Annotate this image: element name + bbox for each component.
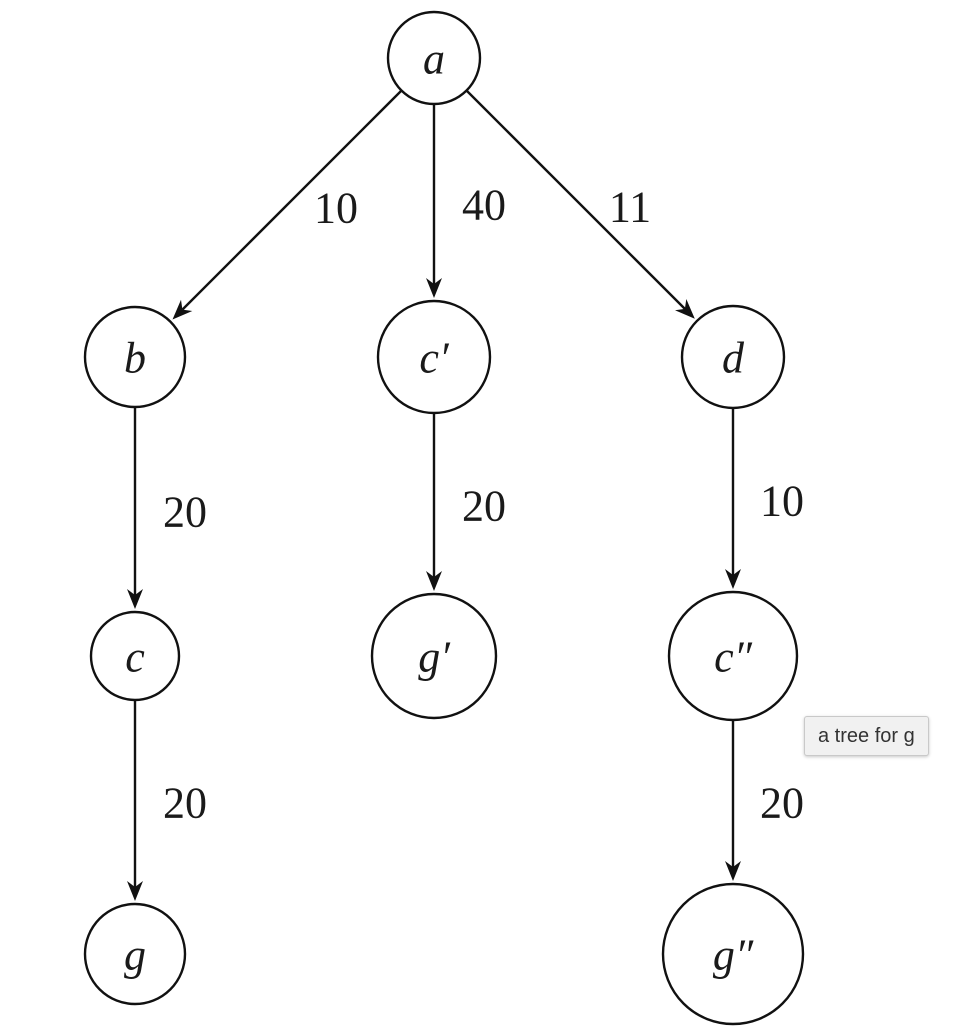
node-label: g [124,931,146,980]
edge-c_double_prime-g_double_prime: 20 [725,720,804,881]
edge-c-g: 20 [127,700,207,901]
edge-a-d: 11 [465,89,695,319]
edges: 10 40 11 20 20 10 20 20 [127,89,804,901]
edge-weight-label: 11 [609,183,651,232]
node-circle [386,10,482,106]
edge-a-c_prime: 40 [426,104,506,298]
edge-a-b: 10 [172,89,403,320]
node-label: a [423,35,445,84]
edge-weight-label: 10 [760,477,804,526]
node-b: b [83,305,187,409]
tooltip: a tree for g [804,716,929,756]
edge-b-c: 20 [127,407,207,609]
node-label: g″ [713,931,754,980]
edge-weight-label: 20 [163,779,207,828]
edge-line [465,89,686,310]
node-g_prime: g′ [370,592,498,720]
node-a: a [386,10,482,106]
edge-weight-label: 20 [163,488,207,537]
node-circle [667,590,799,722]
node-c_double_prime: c″ [667,590,799,722]
arrowhead [725,861,741,881]
node-c: c [89,610,181,702]
node-label: c″ [714,633,753,682]
node-circle [661,882,805,1026]
node-circle [89,610,181,702]
edge-weight-label: 10 [314,184,358,233]
arrowhead [127,881,143,901]
nodes: a b c′ d c g′ c″ g g″ [83,10,805,1026]
edge-weight-label: 20 [760,779,804,828]
arrowhead [725,569,741,589]
arrowhead [172,299,193,320]
node-circle [376,299,492,415]
arrowhead [426,278,442,298]
arrowhead [426,571,442,591]
arrowhead [675,299,695,319]
node-label: d [722,334,745,383]
node-circle [370,592,498,720]
node-c_prime: c′ [376,299,492,415]
node-label: c′ [419,334,450,383]
node-circle [83,305,187,409]
edge-c_prime-g_prime: 20 [426,413,506,591]
node-label: g′ [418,633,451,682]
node-label: c [125,633,145,682]
node-g: g [83,902,187,1006]
arrowhead [127,589,143,609]
node-circle [83,902,187,1006]
edge-weight-label: 20 [462,482,506,531]
edge-weight-label: 40 [462,181,506,230]
edge-d-c_double_prime: 10 [725,408,804,589]
node-g_double_prime: g″ [661,882,805,1026]
edge-line [181,89,403,311]
node-label: b [124,334,146,383]
node-d: d [680,304,786,410]
node-circle [680,304,786,410]
